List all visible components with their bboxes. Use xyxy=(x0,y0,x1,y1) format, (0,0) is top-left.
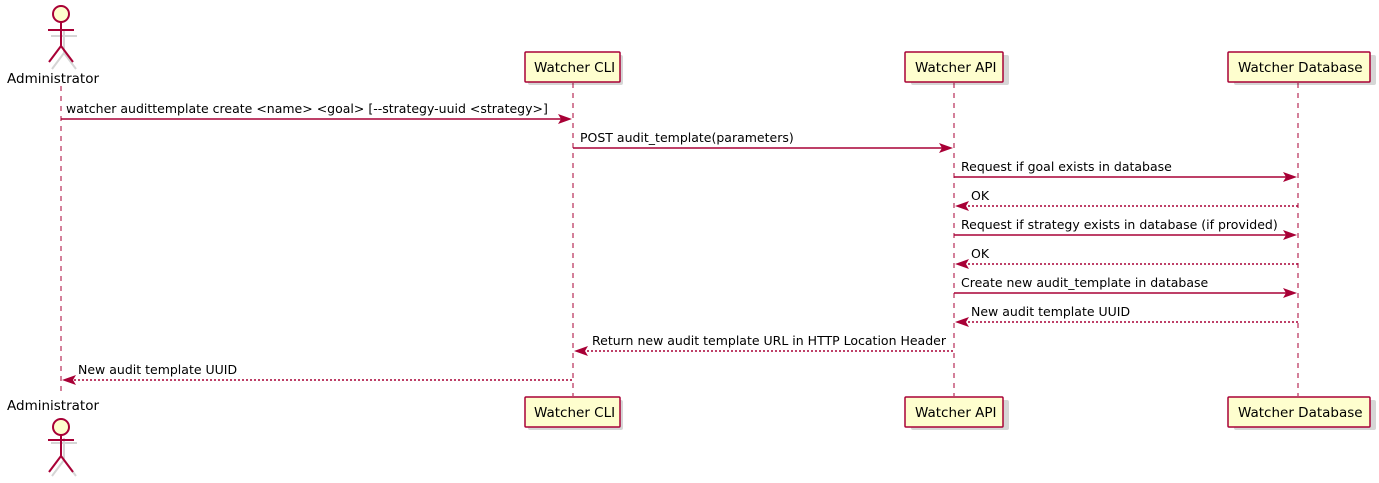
arrowhead-left-icon xyxy=(955,201,969,211)
actor-body-icon xyxy=(48,22,74,63)
participant-box xyxy=(1227,396,1371,428)
message-8[interactable]: New audit template UUID xyxy=(955,304,1298,327)
participant-box xyxy=(524,396,621,428)
participant-label-watcher-cli: Watcher CLI xyxy=(534,60,615,76)
participant-watcher-api-bottom[interactable]: Watcher API xyxy=(904,396,1009,430)
arrowhead-left-icon xyxy=(955,317,969,327)
actor-administrator-bottom[interactable]: Administrator xyxy=(7,398,99,477)
message-2[interactable]: POST audit_template(parameters) xyxy=(573,130,953,153)
participant-box xyxy=(1227,51,1371,83)
actor-administrator-top[interactable]: Administrator xyxy=(7,5,99,87)
actor-head-icon xyxy=(52,5,70,23)
actor-body-icon xyxy=(48,435,74,473)
participant-watcher-database-top[interactable]: Watcher Database xyxy=(1227,51,1376,85)
arrowhead-left-icon xyxy=(62,375,76,385)
message-label: Create new audit_template in database xyxy=(961,275,1208,290)
participant-watcher-database-bottom[interactable]: Watcher Database xyxy=(1227,396,1376,430)
participant-watcher-cli-bottom[interactable]: Watcher CLI xyxy=(524,396,623,430)
arrowhead-left-icon xyxy=(955,259,969,269)
arrowhead-right-icon xyxy=(1283,288,1297,298)
participant-box xyxy=(524,51,621,83)
actor-label-administrator-bottom: Administrator xyxy=(7,398,99,414)
participant-label-watcher-database: Watcher Database xyxy=(1238,405,1363,421)
participant-box xyxy=(904,51,1004,83)
participant-label-watcher-api: Watcher API xyxy=(915,405,997,421)
lifelines xyxy=(60,83,1299,396)
participant-watcher-cli-top[interactable]: Watcher CLI xyxy=(524,51,623,85)
participant-label-watcher-api: Watcher API xyxy=(915,60,997,76)
message-label: OK xyxy=(971,188,990,203)
participant-watcher-api-top[interactable]: Watcher API xyxy=(904,51,1009,85)
message-label: New audit template UUID xyxy=(971,304,1130,319)
arrowhead-right-icon xyxy=(939,143,953,153)
actor-label-administrator-top: Administrator xyxy=(7,71,99,87)
message-3[interactable]: Request if goal exists in database xyxy=(954,159,1297,182)
message-7[interactable]: Create new audit_template in database xyxy=(954,275,1297,298)
arrowhead-right-icon xyxy=(1283,230,1297,240)
message-6[interactable]: OK xyxy=(955,246,1298,269)
arrowhead-right-icon xyxy=(1283,172,1297,182)
message-label: POST audit_template(parameters) xyxy=(580,130,794,145)
message-4[interactable]: OK xyxy=(955,188,1298,211)
actor-head-icon xyxy=(52,418,70,436)
actor-shadow xyxy=(51,31,77,70)
participant-label-watcher-database: Watcher Database xyxy=(1238,60,1363,76)
message-label: Return new audit template URL in HTTP Lo… xyxy=(592,333,947,348)
message-label: New audit template UUID xyxy=(78,362,237,377)
message-9[interactable]: Return new audit template URL in HTTP Lo… xyxy=(574,333,953,356)
arrowhead-right-icon xyxy=(558,114,572,124)
message-label: Request if strategy exists in database (… xyxy=(961,217,1278,232)
message-5[interactable]: Request if strategy exists in database (… xyxy=(954,217,1297,240)
participant-label-watcher-cli: Watcher CLI xyxy=(534,405,615,421)
message-label: watcher audittemplate create <name> <goa… xyxy=(66,101,548,116)
actor-shadow xyxy=(51,438,77,477)
message-label: OK xyxy=(971,246,990,261)
arrowhead-left-icon xyxy=(574,346,588,356)
message-1[interactable]: watcher audittemplate create <name> <goa… xyxy=(61,101,572,124)
message-10[interactable]: New audit template UUID xyxy=(62,362,572,385)
message-label: Request if goal exists in database xyxy=(961,159,1172,174)
participant-box xyxy=(904,396,1004,428)
